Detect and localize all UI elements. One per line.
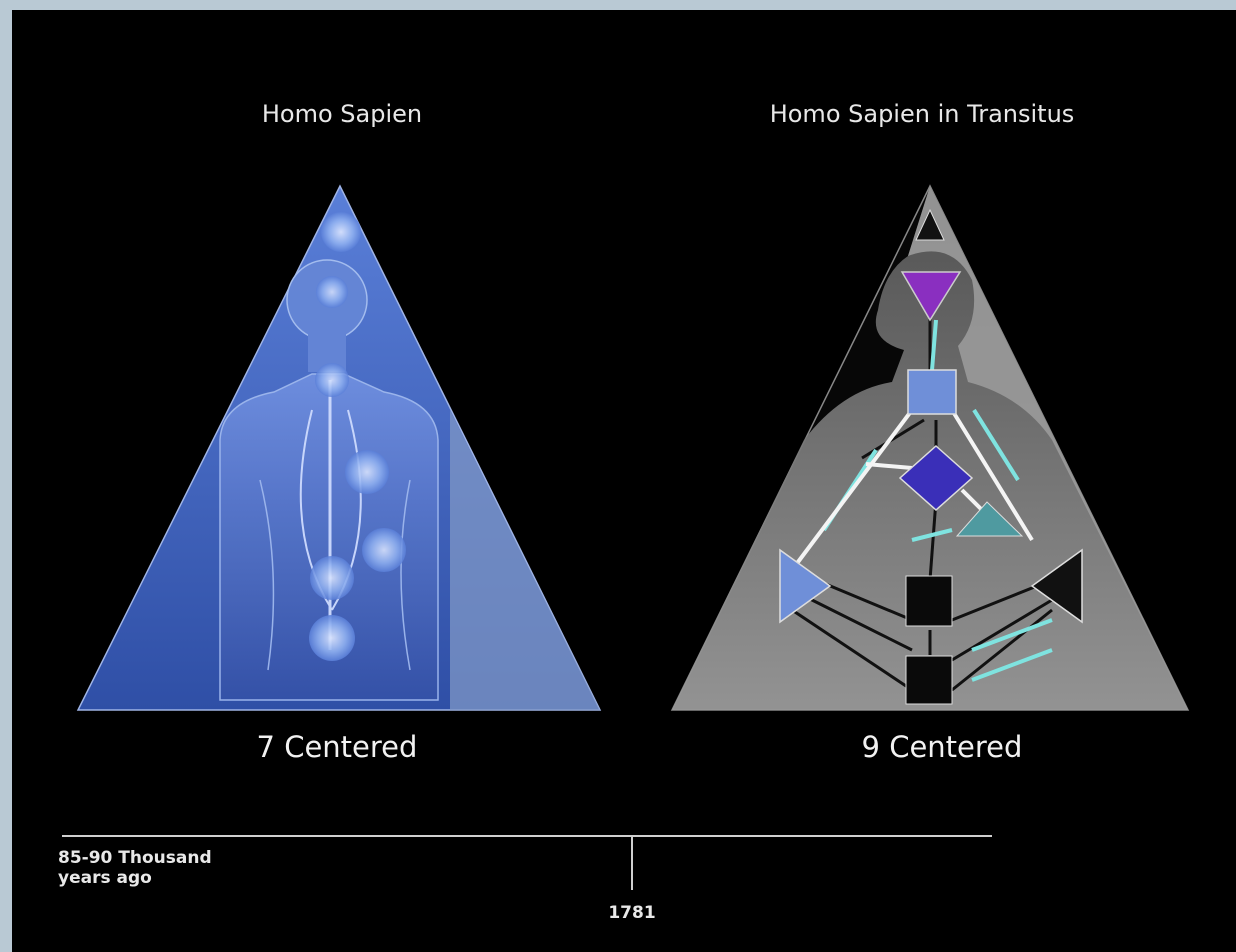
diagram-frame: Homo Sapien Homo Sapien in Transitus 7 C… [12,10,1236,952]
nine-centered-caption: 9 Centered [792,730,1092,764]
ajna-center [316,276,348,308]
timeline-start-label: 85-90 Thousand years ago [58,848,212,888]
diagram-canvas [12,10,1236,952]
solar-plexus-center [362,528,406,572]
crown-center [321,212,361,252]
root-center [906,656,952,704]
transitus-title: Homo Sapien in Transitus [672,100,1172,128]
timeline-start-line1: 85-90 Thousand [58,848,212,868]
sacral-center [310,556,354,600]
throat-center [315,363,349,397]
timeline-mark-label: 1781 [582,903,682,923]
homo-sapien-diagram [78,186,600,710]
seven-centered-caption: 7 Centered [187,730,487,764]
sacral-center [906,576,952,626]
left-triangle-right-shade [450,410,600,710]
throat-center [908,370,956,414]
homo-sapien-title: Homo Sapien [192,100,492,128]
root-center [309,615,355,661]
timeline-start-line2: years ago [58,868,212,888]
transitus-diagram [672,186,1188,710]
heart-center [345,450,389,494]
